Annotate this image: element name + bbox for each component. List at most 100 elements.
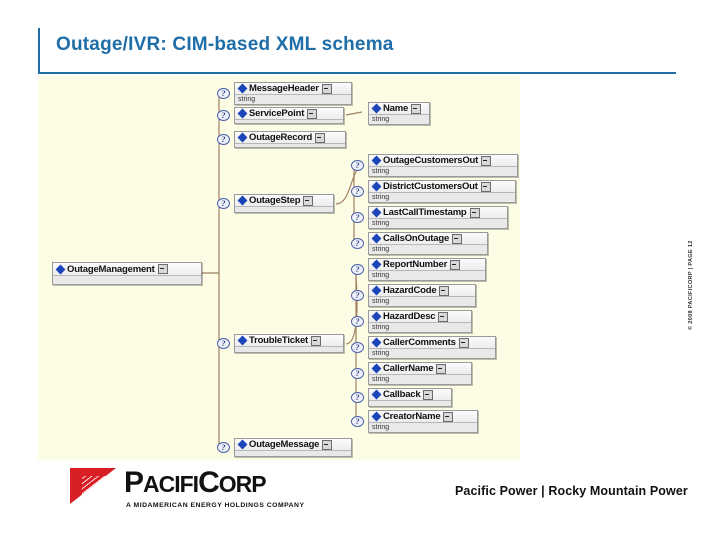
expand-collapse-icon[interactable]: [322, 439, 333, 450]
expand-collapse-icon[interactable]: [157, 264, 168, 274]
optional-marker-icon[interactable]: ?: [217, 109, 230, 121]
expand-collapse-icon[interactable]: [458, 337, 469, 348]
schema-node-trouble-ticket[interactable]: TroubleTicket: [234, 334, 344, 353]
expand-collapse-icon[interactable]: [480, 181, 491, 192]
optional-marker-icon[interactable]: ?: [217, 337, 230, 349]
schema-node-label: CallsOnOutage: [383, 233, 450, 244]
schema-node-outage-step[interactable]: OutageStep: [234, 194, 334, 213]
element-diamond-icon: [371, 285, 382, 296]
schema-node-type: string: [369, 349, 495, 358]
schema-node-label: OutageManagement: [67, 263, 155, 275]
expand-collapse-icon[interactable]: [307, 108, 318, 119]
element-diamond-icon: [237, 108, 248, 119]
element-diamond-icon: [237, 335, 248, 346]
schema-node-label: OutageRecord: [249, 132, 313, 143]
expand-collapse-icon[interactable]: [436, 363, 447, 374]
expand-collapse-icon[interactable]: [443, 411, 454, 422]
optional-marker-icon[interactable]: ?: [351, 391, 364, 403]
element-diamond-icon: [371, 207, 382, 218]
pacificorp-logo: PACIFICORP A MIDAMERICAN ENERGY HOLDINGS…: [70, 466, 390, 516]
schema-node-type: [369, 401, 451, 406]
copyright-notice: © 2008 PACIFICORP | PAGE 12: [688, 240, 694, 330]
element-diamond-icon: [371, 259, 382, 270]
expand-collapse-icon[interactable]: [411, 103, 422, 114]
element-diamond-icon: [371, 411, 382, 422]
expand-collapse-icon[interactable]: [303, 195, 314, 206]
expand-collapse-icon[interactable]: [311, 335, 321, 346]
schema-node-label: CallerComments: [383, 337, 456, 348]
schema-node-type: string: [369, 193, 515, 202]
optional-marker-icon[interactable]: ?: [217, 87, 230, 99]
expand-collapse-icon[interactable]: [469, 207, 480, 218]
schema-node-type: [235, 144, 345, 147]
optional-marker-icon[interactable]: ?: [351, 159, 364, 171]
schema-node-callback[interactable]: Callback: [368, 388, 452, 407]
expand-collapse-icon[interactable]: [321, 83, 332, 94]
page-title: Outage/IVR: CIM-based XML schema: [56, 34, 394, 55]
element-diamond-icon: [371, 103, 382, 114]
element-diamond-icon: [371, 337, 382, 348]
optional-marker-icon[interactable]: ?: [351, 289, 364, 301]
schema-node-service-point[interactable]: ServicePoint: [234, 107, 344, 124]
optional-marker-icon[interactable]: ?: [351, 367, 364, 379]
optional-marker-icon[interactable]: ?: [351, 263, 364, 275]
schema-node-outage-record[interactable]: OutageRecord: [234, 131, 346, 148]
expand-collapse-icon[interactable]: [439, 285, 450, 296]
schema-node-type: string: [369, 115, 429, 124]
schema-node-type: string: [235, 95, 351, 104]
expand-collapse-icon[interactable]: [438, 311, 449, 322]
optional-marker-icon[interactable]: ?: [217, 197, 230, 209]
schema-node-outage-management[interactable]: OutageManagement: [52, 262, 202, 285]
expand-collapse-icon[interactable]: [452, 233, 463, 244]
schema-node-type: string: [369, 297, 475, 306]
optional-marker-icon[interactable]: ?: [217, 441, 230, 453]
schema-node-type: string: [369, 219, 507, 228]
element-diamond-icon: [371, 363, 382, 374]
schema-node-label: CallerName: [383, 363, 434, 374]
expand-collapse-icon[interactable]: [481, 155, 492, 166]
optional-marker-icon[interactable]: ?: [351, 211, 364, 223]
element-diamond-icon: [371, 181, 382, 192]
schema-node-label: Name: [383, 103, 409, 114]
element-diamond-icon: [55, 264, 66, 274]
schema-node-type: string: [369, 271, 485, 280]
element-diamond-icon: [237, 439, 248, 450]
optional-marker-icon[interactable]: ?: [351, 185, 364, 197]
schema-node-type: [53, 276, 201, 284]
element-diamond-icon: [237, 132, 248, 143]
expand-collapse-icon[interactable]: [450, 259, 461, 270]
schema-node-type: string: [369, 167, 517, 176]
title-underline: [38, 72, 676, 74]
schema-node-type: [235, 207, 333, 212]
schema-node-outage-message[interactable]: OutageMessage: [234, 438, 352, 457]
optional-marker-icon[interactable]: ?: [217, 133, 230, 145]
optional-marker-icon[interactable]: ?: [351, 315, 364, 327]
optional-marker-icon[interactable]: ?: [351, 237, 364, 249]
schema-node-type: string: [369, 245, 487, 254]
schema-node-label: OutageCustomersOut: [383, 155, 479, 166]
optional-marker-icon[interactable]: ?: [351, 415, 364, 427]
schema-node-label: MessageHeader: [249, 83, 319, 94]
title-accent-rule: [38, 28, 40, 72]
schema-node-label: CreatorName: [383, 411, 441, 422]
expand-collapse-icon[interactable]: [423, 389, 434, 400]
schema-node-type: string: [369, 423, 477, 432]
expand-collapse-icon[interactable]: [315, 132, 326, 143]
schema-node-type: [235, 120, 343, 123]
element-diamond-icon: [371, 389, 382, 400]
schema-node-label: DistrictCustomersOut: [383, 181, 478, 192]
element-diamond-icon: [237, 83, 248, 94]
optional-marker-icon[interactable]: ?: [351, 341, 364, 353]
